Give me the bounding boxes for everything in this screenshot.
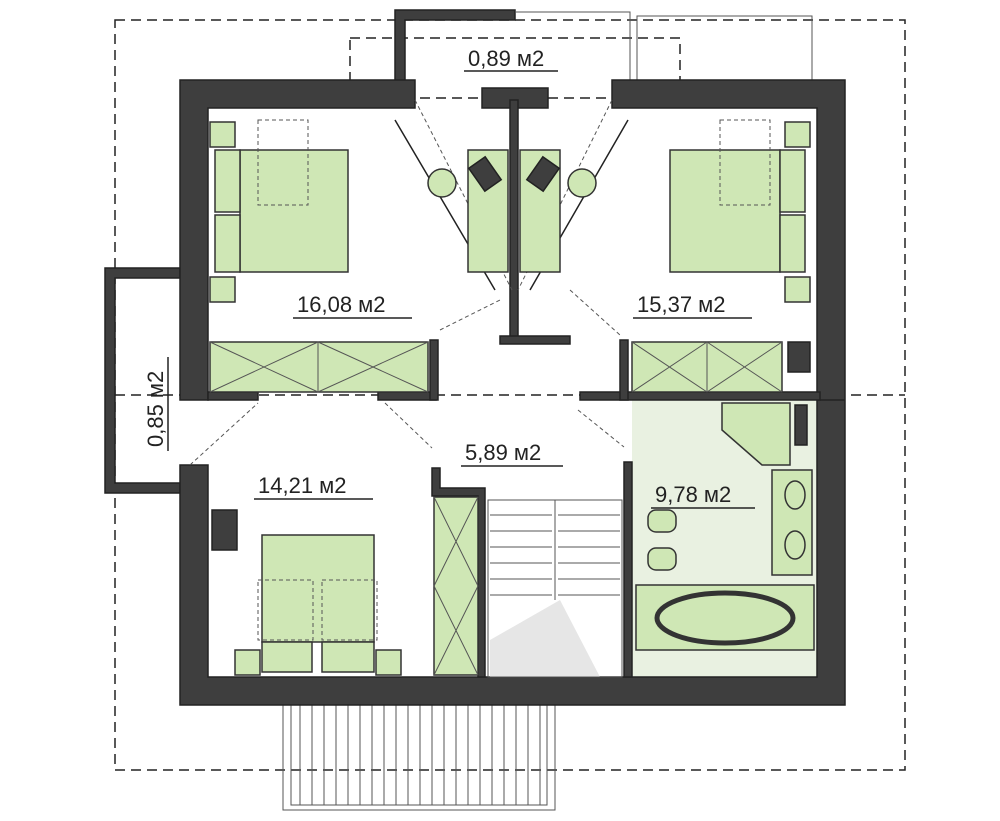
interior-walls bbox=[207, 99, 821, 678]
svg-text:0,89 м2: 0,89 м2 bbox=[468, 46, 544, 71]
area-label-bedroom-2: 15,37 м2 bbox=[633, 292, 752, 319]
svg-text:15,37 м2: 15,37 м2 bbox=[637, 292, 726, 317]
area-label-bedroom-1: 16,08 м2 bbox=[293, 292, 412, 319]
area-label-bathroom: 9,78 м2 bbox=[651, 482, 755, 509]
hall-cabinet bbox=[433, 496, 479, 676]
balcony-bottom bbox=[282, 704, 556, 811]
svg-text:5,89 м2: 5,89 м2 bbox=[465, 440, 541, 465]
dormer-outline bbox=[349, 37, 681, 99]
staircase bbox=[487, 499, 623, 678]
bathroom-fixtures bbox=[635, 402, 815, 651]
svg-text:16,08 м2: 16,08 м2 bbox=[297, 292, 386, 317]
wardrobe-bedroom-2 bbox=[631, 341, 811, 393]
wardrobe-bedroom-1 bbox=[209, 341, 429, 393]
study-desks bbox=[394, 119, 629, 291]
area-label-hall: 5,89 м2 bbox=[461, 440, 563, 467]
bed-bedroom-2 bbox=[669, 119, 811, 303]
area-label-bedroom-3: 14,21 м2 bbox=[254, 473, 373, 500]
balcony-top bbox=[394, 9, 813, 89]
bed-bedroom-1 bbox=[209, 119, 349, 303]
area-label-balcony-left: 0,85 м2 bbox=[143, 357, 169, 451]
svg-text:0,85 м2: 0,85 м2 bbox=[143, 371, 168, 447]
svg-text:14,21 м2: 14,21 м2 bbox=[258, 473, 347, 498]
bed-bedroom-3 bbox=[211, 509, 402, 676]
svg-text:9,78 м2: 9,78 м2 bbox=[655, 482, 731, 507]
area-label-balcony-top: 0,89 м2 bbox=[464, 46, 558, 72]
